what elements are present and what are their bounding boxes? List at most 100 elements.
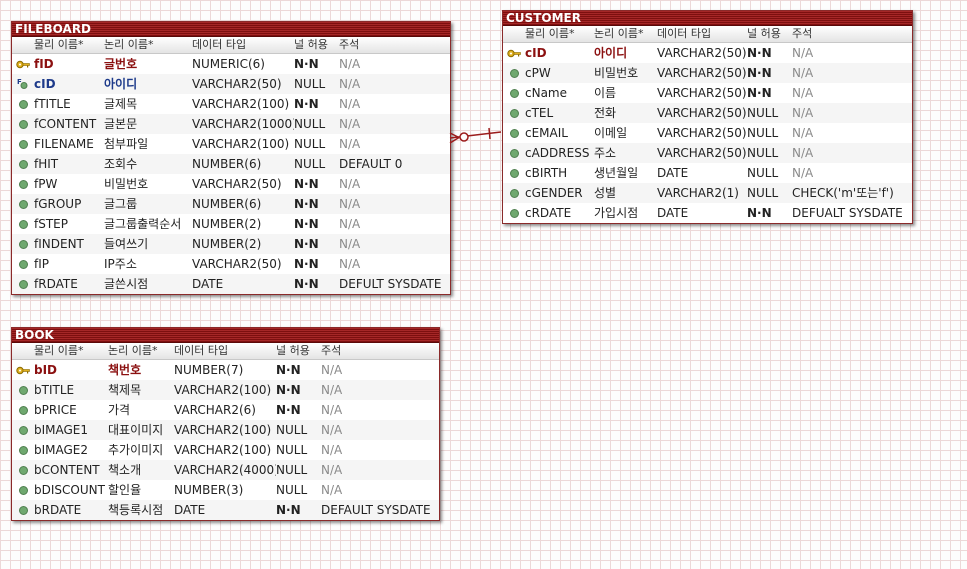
- logical-name: 책소개: [108, 463, 142, 477]
- nullable-value: N·N: [276, 363, 301, 377]
- logical-name: 글번호: [104, 57, 138, 71]
- data-type: VARCHAR2(50): [657, 66, 747, 80]
- comment-value: N/A: [339, 197, 361, 211]
- logical-name: 아이디: [594, 46, 628, 60]
- column-dot-icon: [12, 460, 34, 480]
- comment-value: N/A: [321, 363, 343, 377]
- nullable-value: N·N: [276, 503, 301, 517]
- nullable-value: N·N: [294, 197, 319, 211]
- physical-name: cTEL: [525, 106, 554, 120]
- header-physical-name: 물리 이름*: [34, 344, 84, 357]
- column-dot-icon: [12, 440, 34, 460]
- logical-name: 대표이미지: [108, 423, 164, 437]
- data-type: NUMBER(6): [192, 197, 262, 211]
- column-dot-icon: [12, 194, 34, 214]
- comment-value: DEFAULT 0: [339, 157, 403, 171]
- nullable-value: NULL: [276, 423, 308, 437]
- logical-name: 비밀번호: [104, 177, 149, 191]
- physical-name: cGENDER: [525, 186, 583, 200]
- comment-value: N/A: [792, 166, 814, 180]
- data-type: VARCHAR2(1000): [192, 117, 294, 131]
- column-dot-icon: [503, 123, 525, 143]
- nullable-value: N·N: [294, 257, 319, 271]
- entity-title[interactable]: BOOK: [12, 328, 439, 343]
- entity-customer[interactable]: CUSTOMER 물리 이름* 논리 이름* 데이터 타입 널 허용 주석 cI…: [502, 10, 913, 224]
- column-dot-icon: [12, 400, 34, 420]
- physical-name: FILENAME: [34, 137, 94, 151]
- logical-name: 글그룹출력순서: [104, 217, 182, 231]
- data-type: VARCHAR2(50): [657, 106, 747, 120]
- physical-name: cBIRTH: [525, 166, 568, 180]
- data-type: NUMBER(7): [174, 363, 244, 377]
- column-dot-icon: [12, 154, 34, 174]
- one-bar-line: [488, 127, 491, 140]
- comment-value: N/A: [792, 46, 814, 60]
- entity-title[interactable]: FILEBOARD: [12, 22, 450, 37]
- comment-value: N/A: [792, 126, 814, 140]
- comment-value: N/A: [321, 463, 343, 477]
- comment-value: N/A: [339, 97, 361, 111]
- header-logical-name: 논리 이름*: [594, 27, 644, 40]
- nullable-value: NULL: [294, 137, 326, 151]
- physical-name: fTITLE: [34, 97, 71, 111]
- nullable-value: NULL: [747, 106, 779, 120]
- data-type: VARCHAR2(50): [192, 77, 282, 91]
- data-type: VARCHAR2(50): [657, 146, 747, 160]
- column-dot-icon: [12, 134, 34, 154]
- nullable-value: N·N: [294, 217, 319, 231]
- data-type: VARCHAR2(100): [174, 423, 272, 437]
- nullable-value: NULL: [276, 443, 308, 457]
- column-dot-icon: [503, 103, 525, 123]
- physical-name: fGROUP: [34, 197, 82, 211]
- entity-fileboard[interactable]: FILEBOARD 물리 이름* 논리 이름* 데이터 타입 널 허용 주석 f…: [11, 21, 451, 295]
- column-header-row: 물리 이름* 논리 이름* 데이터 타입 널 허용 주석: [503, 26, 912, 43]
- nullable-value: NULL: [276, 463, 308, 477]
- column-header-row: 물리 이름* 논리 이름* 데이터 타입 널 허용 주석: [12, 37, 450, 54]
- nullable-value: NULL: [747, 166, 779, 180]
- physical-name: bIMAGE2: [34, 443, 89, 457]
- entity-title[interactable]: CUSTOMER: [503, 11, 912, 26]
- column-dot-icon: [12, 214, 34, 234]
- header-comment: 주석: [792, 27, 813, 40]
- header-logical-name: 논리 이름*: [108, 344, 158, 357]
- data-type: VARCHAR2(100): [192, 137, 290, 151]
- logical-name: 책제목: [108, 383, 142, 397]
- logical-name: 비밀번호: [594, 66, 639, 80]
- data-type: DATE: [657, 166, 689, 180]
- comment-value: N/A: [321, 383, 343, 397]
- logical-name: 주소: [594, 146, 617, 160]
